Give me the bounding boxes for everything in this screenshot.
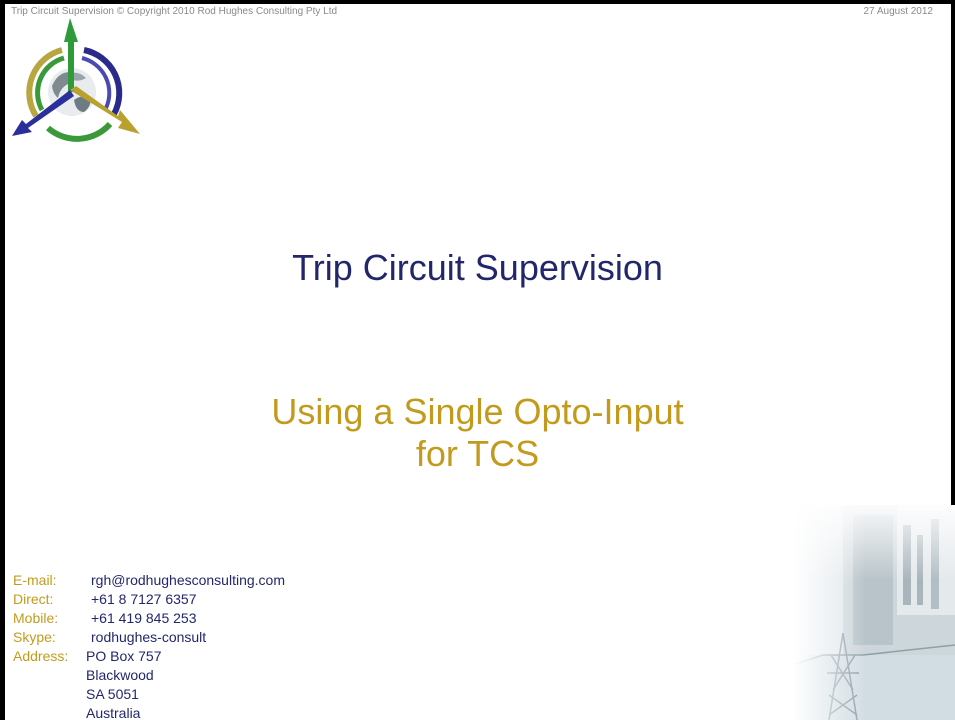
header-date: 27 August 2012 [863, 6, 933, 17]
subtitle-line-2: for TCS [415, 433, 540, 474]
email-value: rgh@rodhughesconsulting.com [91, 572, 285, 588]
email-label: E-mail: [13, 572, 57, 588]
address-line-1: PO Box 757 [86, 648, 162, 664]
slide-border-top [0, 0, 955, 4]
address-line-4: Australia [86, 705, 141, 720]
slide-border-right [951, 0, 955, 720]
slide-title: Trip Circuit Supervision [292, 247, 663, 288]
address-label: Address: [13, 648, 69, 664]
company-logo-icon [12, 18, 140, 142]
substation-photo-icon [793, 505, 955, 720]
header-copyright: Trip Circuit Supervision © Copyright 201… [11, 6, 338, 17]
slide-border-left [0, 0, 5, 720]
mobile-value: +61 419 845 253 [91, 610, 197, 626]
skype-label: Skype: [13, 629, 56, 645]
slide-subtitle: Using a Single Opto-Input for TCS [0, 391, 955, 475]
mobile-label: Mobile: [13, 610, 59, 626]
direct-value: +61 8 7127 6357 [91, 591, 197, 607]
address-line-3: SA 5051 [86, 686, 139, 702]
direct-label: Direct: [13, 591, 54, 607]
address-line-2: Blackwood [86, 667, 154, 683]
subtitle-line-1: Using a Single Opto-Input [271, 391, 684, 432]
skype-value: rodhughes-consult [91, 629, 207, 645]
